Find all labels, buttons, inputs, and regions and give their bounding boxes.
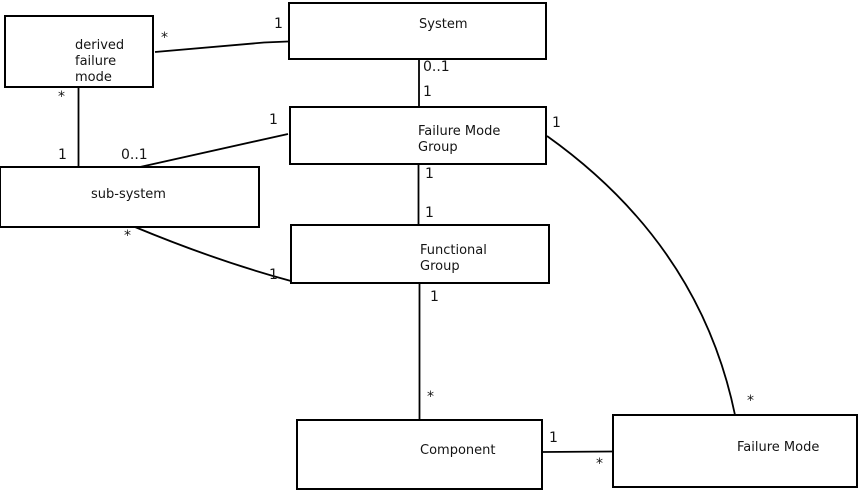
node-label-sub-system: sub-system — [91, 187, 166, 202]
node-label-system: System — [419, 17, 468, 32]
node-failure-mode[interactable]: Failure Mode — [612, 414, 858, 488]
node-label-functional-group: Functional Group — [420, 243, 487, 274]
node-label-component: Component — [420, 443, 496, 458]
multiplicity-functional-group-end-of-failure-mode-group-edge: 1 — [425, 205, 434, 221]
multiplicity-functional-group-end-of-component-edge: 1 — [430, 289, 439, 305]
node-label-failure-mode-group: Failure Mode Group — [418, 124, 501, 155]
multiplicity-component-end-of-functional-group-edge: * — [427, 389, 434, 405]
node-label-derived-failure-mode: derived failure mode — [75, 38, 125, 85]
edge-failure-mode-group-failure-mode — [546, 135, 736, 416]
multiplicity-functional-group-end-of-sub-system-edge: 1 — [269, 267, 278, 283]
multiplicity-failure-mode-group-end-of-sub-system-edge: 1 — [269, 112, 278, 128]
multiplicity-failure-mode-end-of-component-edge: * — [596, 456, 603, 472]
edge-failure-mode-group-sub-system — [139, 133, 289, 168]
node-functional-group[interactable]: Functional Group — [290, 224, 550, 284]
edge-derived-failure-mode-system — [154, 40, 289, 53]
node-sub-system[interactable]: sub-system — [0, 166, 260, 228]
multiplicity-failure-mode-group-end-of-system-edge: 1 — [423, 84, 432, 100]
multiplicity-system-end-of-failure-mode-group-edge: 0..1 — [423, 59, 450, 75]
node-component[interactable]: Component — [296, 419, 543, 490]
multiplicity-failure-mode-group-end-of-failure-mode-edge: 1 — [552, 115, 561, 131]
node-label-failure-mode: Failure Mode — [737, 440, 820, 455]
multiplicity-failure-mode-group-end-of-functional-group-edge: 1 — [425, 166, 434, 182]
node-failure-mode-group[interactable]: Failure Mode Group — [289, 106, 547, 165]
multiplicity-component-end-of-failure-mode-edge: 1 — [549, 430, 558, 446]
edge-component-failure-mode — [542, 450, 613, 453]
multiplicity-derived-failure-mode-end-of-system-edge: * — [161, 30, 168, 46]
node-derived-failure-mode[interactable]: derived failure mode — [4, 15, 154, 88]
edge-sub-system-functional-group — [134, 226, 292, 282]
multiplicity-system-end-of-derived-failure-mode-edge: 1 — [274, 16, 283, 32]
multiplicity-derived-failure-mode-end-of-sub-system-edge: * — [58, 89, 65, 105]
multiplicity-sub-system-end-of-derived-failure-mode-edge: 1 — [58, 147, 67, 163]
multiplicity-sub-system-end-of-failure-mode-group-edge: 0..1 — [121, 147, 148, 163]
node-system[interactable]: System — [288, 2, 547, 60]
multiplicity-sub-system-end-of-functional-group-edge: * — [124, 228, 131, 244]
multiplicity-failure-mode-end-of-failure-mode-group-edge: * — [747, 393, 754, 409]
